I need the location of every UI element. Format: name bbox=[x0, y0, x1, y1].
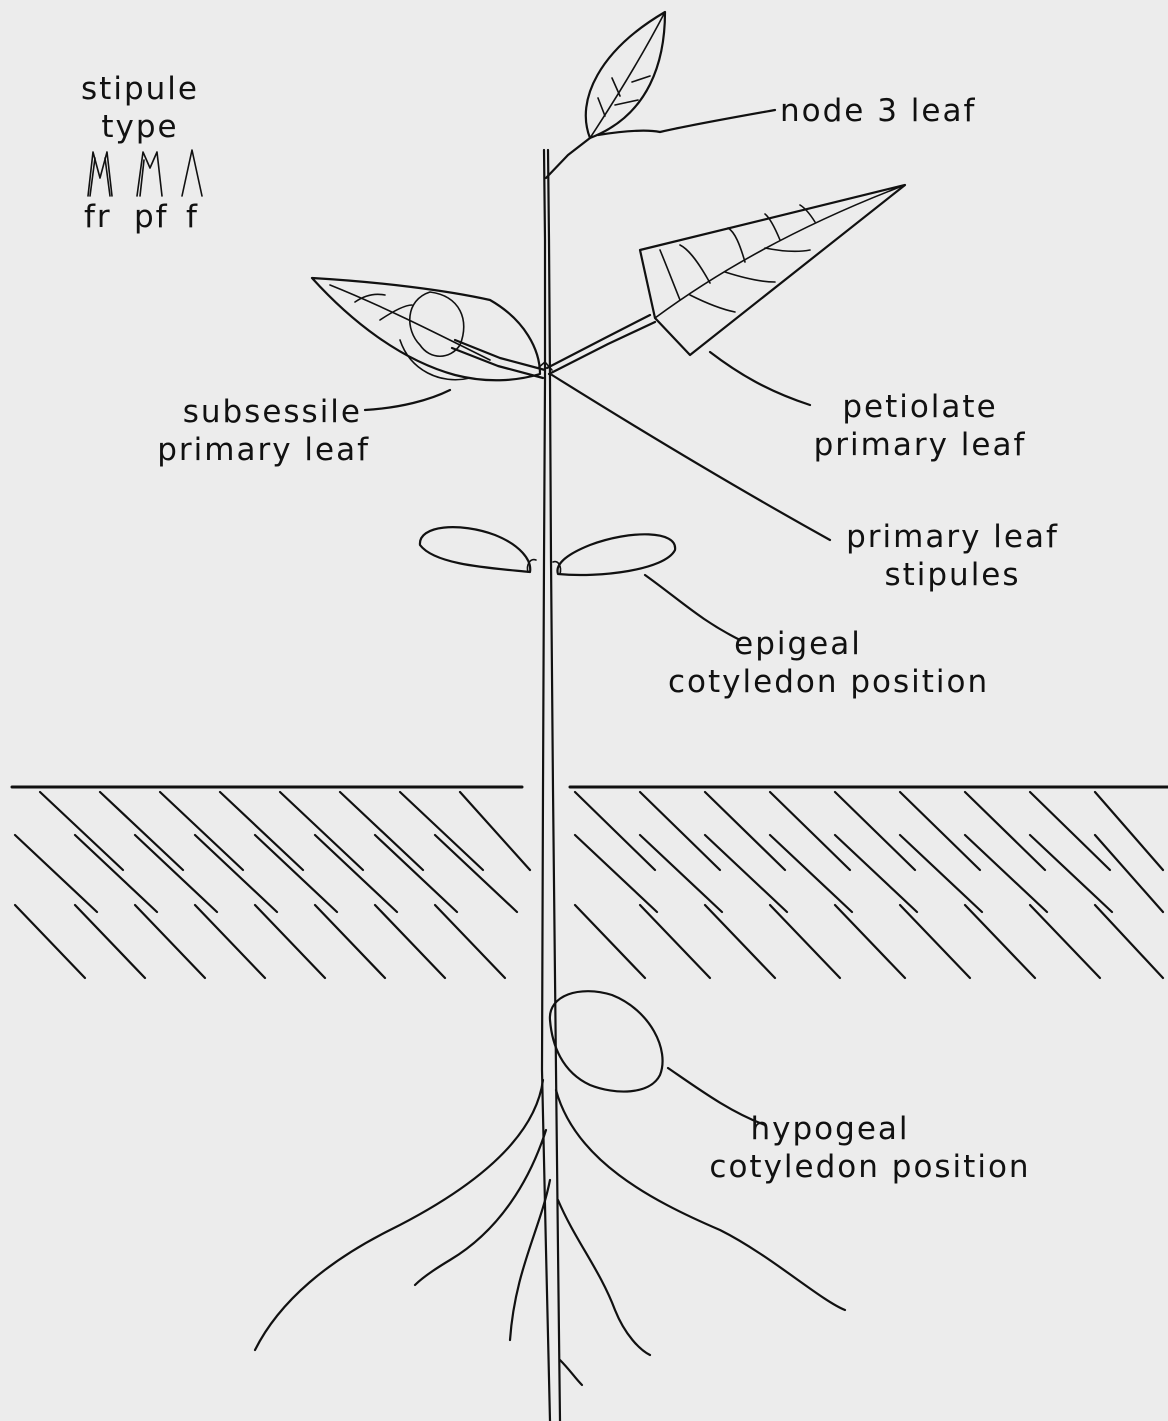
epigeal-cotyledons bbox=[420, 527, 740, 640]
soil-hatch-line bbox=[1095, 905, 1163, 978]
subsessile-primary-leaf bbox=[312, 278, 545, 410]
soil-hatch-line bbox=[640, 905, 710, 978]
soil-hatch-line bbox=[15, 835, 97, 912]
stipule-legend-glyphs bbox=[88, 150, 202, 196]
soil-hatch-line bbox=[15, 905, 85, 978]
soil-hatching bbox=[15, 792, 1163, 978]
stipule-type-fr-label: fr bbox=[84, 198, 112, 236]
hypogeal-label-line2: cotyledon position bbox=[690, 1148, 1050, 1186]
soil-hatch-line bbox=[315, 835, 397, 912]
soil-hatch-line bbox=[1030, 792, 1110, 870]
petiolate-label-line2: primary leaf bbox=[805, 426, 1035, 464]
node-3-leaf-label: node 3 leaf bbox=[780, 92, 976, 130]
soil-hatch-line bbox=[705, 905, 775, 978]
soil-hatch-line bbox=[640, 835, 722, 912]
stipule-type-f-label: f bbox=[186, 198, 199, 236]
soil-hatch-line bbox=[705, 792, 785, 870]
soil-hatch-line bbox=[255, 835, 337, 912]
subsessile-label-line1: subsessile bbox=[120, 393, 370, 431]
soil-hatch-line bbox=[965, 835, 1047, 912]
soil-hatch-line bbox=[1030, 905, 1100, 978]
epigeal-label-line2: cotyledon position bbox=[668, 663, 988, 701]
soil-hatch-line bbox=[160, 792, 243, 870]
soil-hatch-line bbox=[770, 905, 840, 978]
soil-hatch-line bbox=[315, 905, 385, 978]
soil-hatch-line bbox=[75, 835, 157, 912]
soil-hatch-line bbox=[255, 905, 325, 978]
soil-hatch-line bbox=[575, 905, 645, 978]
soil-hatch-line bbox=[835, 792, 915, 870]
soil-hatch-line bbox=[220, 792, 303, 870]
petiolate-primary-leaf bbox=[547, 185, 905, 405]
soil-hatch-line bbox=[900, 905, 970, 978]
soil-hatch-line bbox=[965, 905, 1035, 978]
soil-hatch-line bbox=[75, 905, 145, 978]
soil-hatch-line bbox=[435, 905, 505, 978]
subsessile-label-line2: primary leaf bbox=[120, 431, 370, 469]
soil-hatch-line bbox=[965, 792, 1045, 870]
petiolate-label-line1: petiolate bbox=[805, 388, 1035, 426]
stipule-type-pf-label: pf bbox=[134, 198, 169, 236]
soil-hatch-line bbox=[705, 835, 787, 912]
main-stem bbox=[542, 150, 560, 1421]
soil-hatch-line bbox=[575, 835, 657, 912]
stipule-legend-title: stipule type bbox=[60, 70, 220, 146]
soil-hatch-line bbox=[900, 792, 980, 870]
soil-hatch-line bbox=[135, 835, 217, 912]
soil-hatch-line bbox=[340, 792, 423, 870]
soil-hatch-line bbox=[195, 835, 277, 912]
soil-hatch-line bbox=[195, 905, 265, 978]
epigeal-cotyledon-label: epigeal cotyledon position bbox=[668, 625, 988, 701]
epigeal-label-line1: epigeal bbox=[668, 625, 988, 663]
hypogeal-label-line1: hypogeal bbox=[690, 1110, 1050, 1148]
soil-hatch-line bbox=[1095, 792, 1163, 870]
stipules-label-line2: stipules bbox=[830, 556, 1075, 594]
soil-hatch-line bbox=[835, 835, 917, 912]
stipule-legend-title-line2: type bbox=[60, 108, 220, 146]
soil-hatch-line bbox=[835, 905, 905, 978]
soil-hatch-line bbox=[100, 792, 183, 870]
stipules-label-line1: primary leaf bbox=[830, 518, 1075, 556]
stipule-legend-title-line1: stipule bbox=[60, 70, 220, 108]
soil-hatch-line bbox=[135, 905, 205, 978]
soil-hatch-line bbox=[1095, 835, 1163, 912]
soil-hatch-line bbox=[770, 835, 852, 912]
soil-hatch-line bbox=[640, 792, 720, 870]
soil-hatch-line bbox=[900, 835, 982, 912]
primary-leaf-stipules-label: primary leaf stipules bbox=[830, 518, 1075, 594]
subsessile-primary-leaf-label: subsessile primary leaf bbox=[120, 393, 370, 469]
soil-hatch-line bbox=[280, 792, 363, 870]
node-3-leaf bbox=[546, 12, 775, 178]
soil-hatch-line bbox=[435, 835, 517, 912]
soil-hatch-line bbox=[375, 905, 445, 978]
petiolate-primary-leaf-label: petiolate primary leaf bbox=[805, 388, 1035, 464]
hypogeal-cotyledon-label: hypogeal cotyledon position bbox=[690, 1110, 1050, 1186]
soil-hatch-line bbox=[40, 792, 123, 870]
primary-leaf-stipules bbox=[538, 362, 830, 540]
hypogeal-cotyledon bbox=[550, 991, 765, 1125]
soil-hatch-line bbox=[770, 792, 850, 870]
soil-hatch-line bbox=[375, 835, 457, 912]
stipule-glyph-f bbox=[182, 150, 202, 196]
soil-hatch-line bbox=[575, 792, 655, 870]
soil-hatch-line bbox=[1030, 835, 1112, 912]
